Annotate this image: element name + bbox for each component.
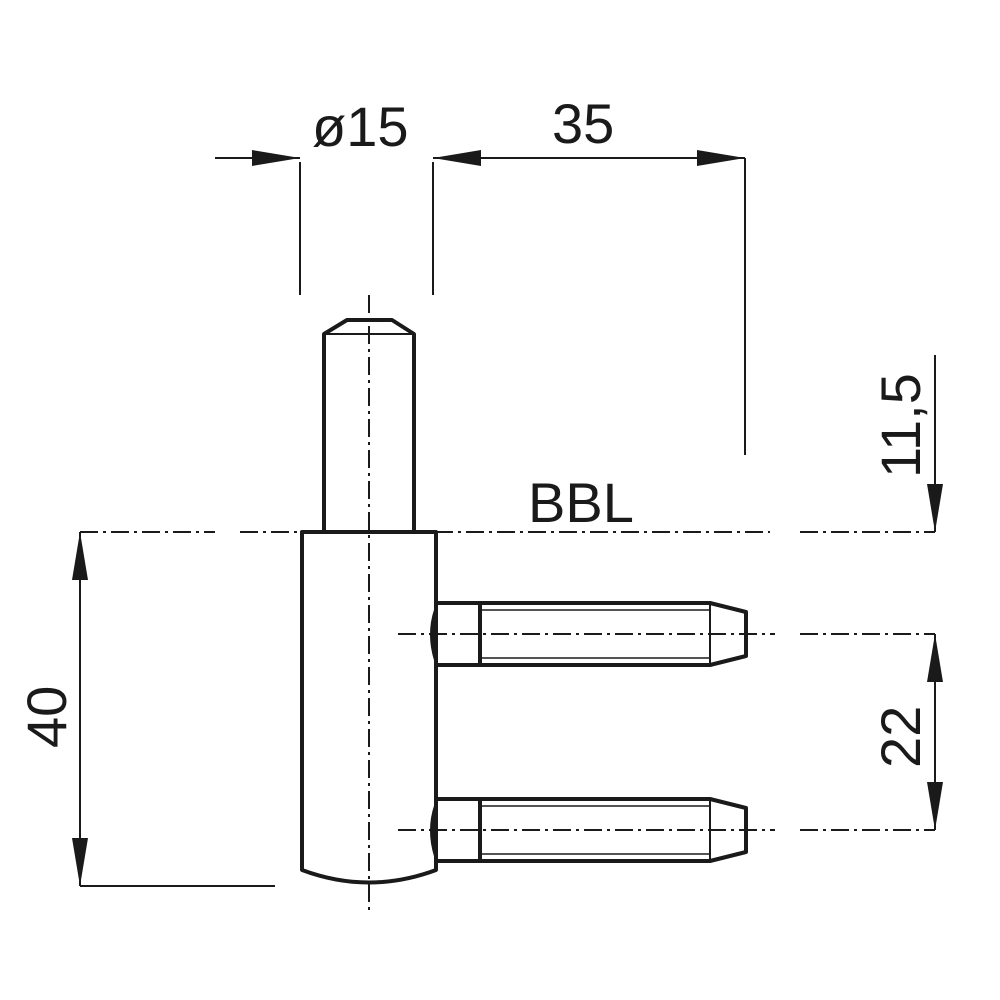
top-height-label: 11,5 bbox=[869, 373, 932, 478]
pin-spacing-label: 22 bbox=[869, 706, 932, 768]
top-height-dimension bbox=[927, 355, 943, 532]
upper-fixing-pin bbox=[398, 601, 935, 667]
diameter-dimension bbox=[215, 150, 481, 295]
arrow-icon bbox=[697, 150, 745, 166]
offset-label: 35 bbox=[552, 92, 614, 155]
offset-dimension bbox=[433, 150, 746, 455]
arrow-icon bbox=[927, 634, 943, 682]
total-height-label: 40 bbox=[15, 686, 78, 748]
total-height-dimension bbox=[72, 532, 275, 887]
diameter-label: ø15 bbox=[312, 95, 409, 158]
arrow-icon bbox=[72, 532, 88, 580]
arrow-icon bbox=[72, 838, 88, 886]
hinge-pin bbox=[322, 318, 416, 534]
lower-fixing-pin bbox=[398, 797, 935, 863]
arrow-icon bbox=[927, 484, 943, 532]
pin-spacing-dimension bbox=[927, 634, 943, 830]
bbl-label: BBL bbox=[528, 471, 634, 534]
arrow-icon bbox=[927, 782, 943, 830]
arrow-icon bbox=[252, 150, 300, 166]
